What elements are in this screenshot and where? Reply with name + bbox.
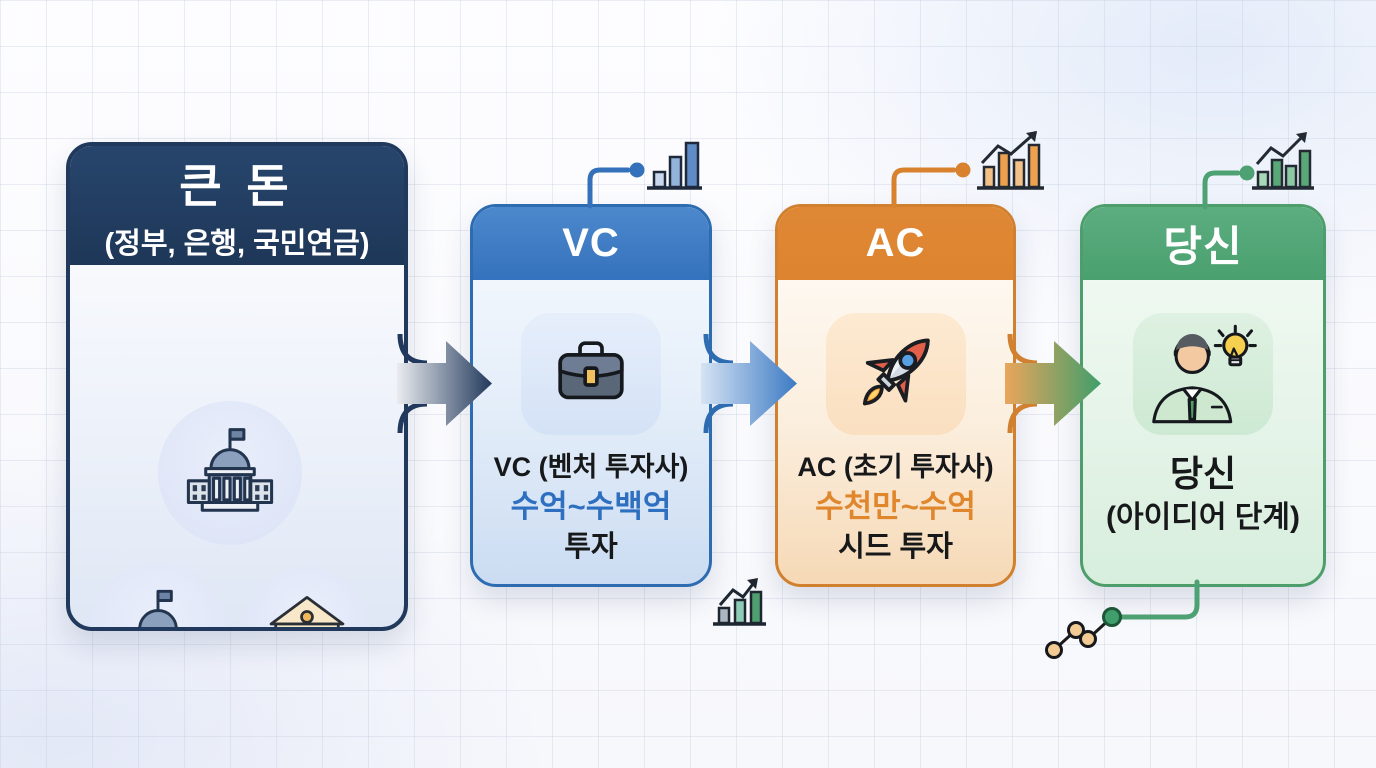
vc-action-line: 투자	[564, 530, 618, 563]
panel-big-money-header: 큰 돈 (정부, 은행, 국민연금)	[70, 146, 404, 265]
vc-amount-line: 수억~수백억	[510, 488, 672, 524]
founder-with-idea-icon	[1152, 324, 1257, 424]
icon-circle	[243, 567, 371, 627]
briefcase-icon	[558, 341, 624, 400]
ac-name-line: AC (초기 투자사)	[797, 452, 994, 482]
you-bottom-connector	[1119, 579, 1200, 620]
panel-vc: VC VC (벤처 투자사) 수억~수백억 투자	[470, 204, 712, 587]
bank-building-icon	[269, 596, 345, 627]
orange-bar-chart-with-arrow-icon	[977, 130, 1044, 190]
ac-top-connector	[891, 162, 971, 209]
panel-big-money: 큰 돈 (정부, 은행, 국민연금)	[66, 142, 408, 631]
panel-you-body: 당신 (아이디어 단계)	[1083, 280, 1323, 537]
dotted-line-chart-icon	[1045, 607, 1122, 659]
rocket-icon	[862, 338, 930, 406]
panel-you: 당신	[1080, 204, 1326, 587]
panel-big-money-subtitle: (정부, 은행, 국민연금)	[104, 227, 370, 260]
panel-big-money-title: 큰 돈	[179, 159, 295, 212]
panel-ac-body: AC (초기 투자사) 수천만~수억 시드 투자	[778, 280, 1013, 565]
icon-circle	[158, 401, 302, 545]
panel-ac-header: AC	[778, 207, 1013, 280]
panel-big-money-body	[70, 265, 404, 627]
green-bar-chart-with-arrow-icon	[1252, 132, 1314, 190]
panel-vc-text: VC (벤처 투자사) 수억~수백억 투자	[494, 451, 689, 565]
ac-action-line: 시드 투자	[838, 530, 953, 563]
lightbulb-icon	[1213, 324, 1257, 367]
blue-bar-chart-icon	[647, 141, 702, 190]
vc-top-connector	[587, 162, 645, 209]
ac-amount-line: 수천만~수억	[815, 488, 976, 524]
panel-vc-header: VC	[473, 207, 709, 280]
mixed-bar-chart-with-arrow-icon	[713, 578, 766, 626]
you-name-line: 당신	[1169, 453, 1237, 494]
government-building-icon	[186, 428, 274, 512]
panel-ac-text: AC (초기 투자사) 수천만~수억 시드 투자	[797, 451, 993, 565]
rocket-tile	[825, 313, 966, 435]
briefcase-tile	[521, 313, 661, 435]
vc-name-line: VC (벤처 투자사)	[493, 452, 689, 482]
founder-tile	[1133, 313, 1273, 435]
panel-you-text: 당신 (아이디어 단계)	[1106, 451, 1300, 537]
you-top-connector	[1202, 165, 1255, 210]
panel-vc-body: VC (벤처 투자사) 수억~수백억 투자	[473, 280, 709, 565]
panel-you-header: 당신	[1083, 207, 1323, 280]
icon-circle	[88, 563, 228, 627]
government-building-icon	[138, 589, 178, 627]
you-stage-line: (아이디어 단계)	[1106, 501, 1300, 534]
person-icon	[1152, 334, 1233, 424]
panel-ac: AC	[775, 204, 1016, 587]
